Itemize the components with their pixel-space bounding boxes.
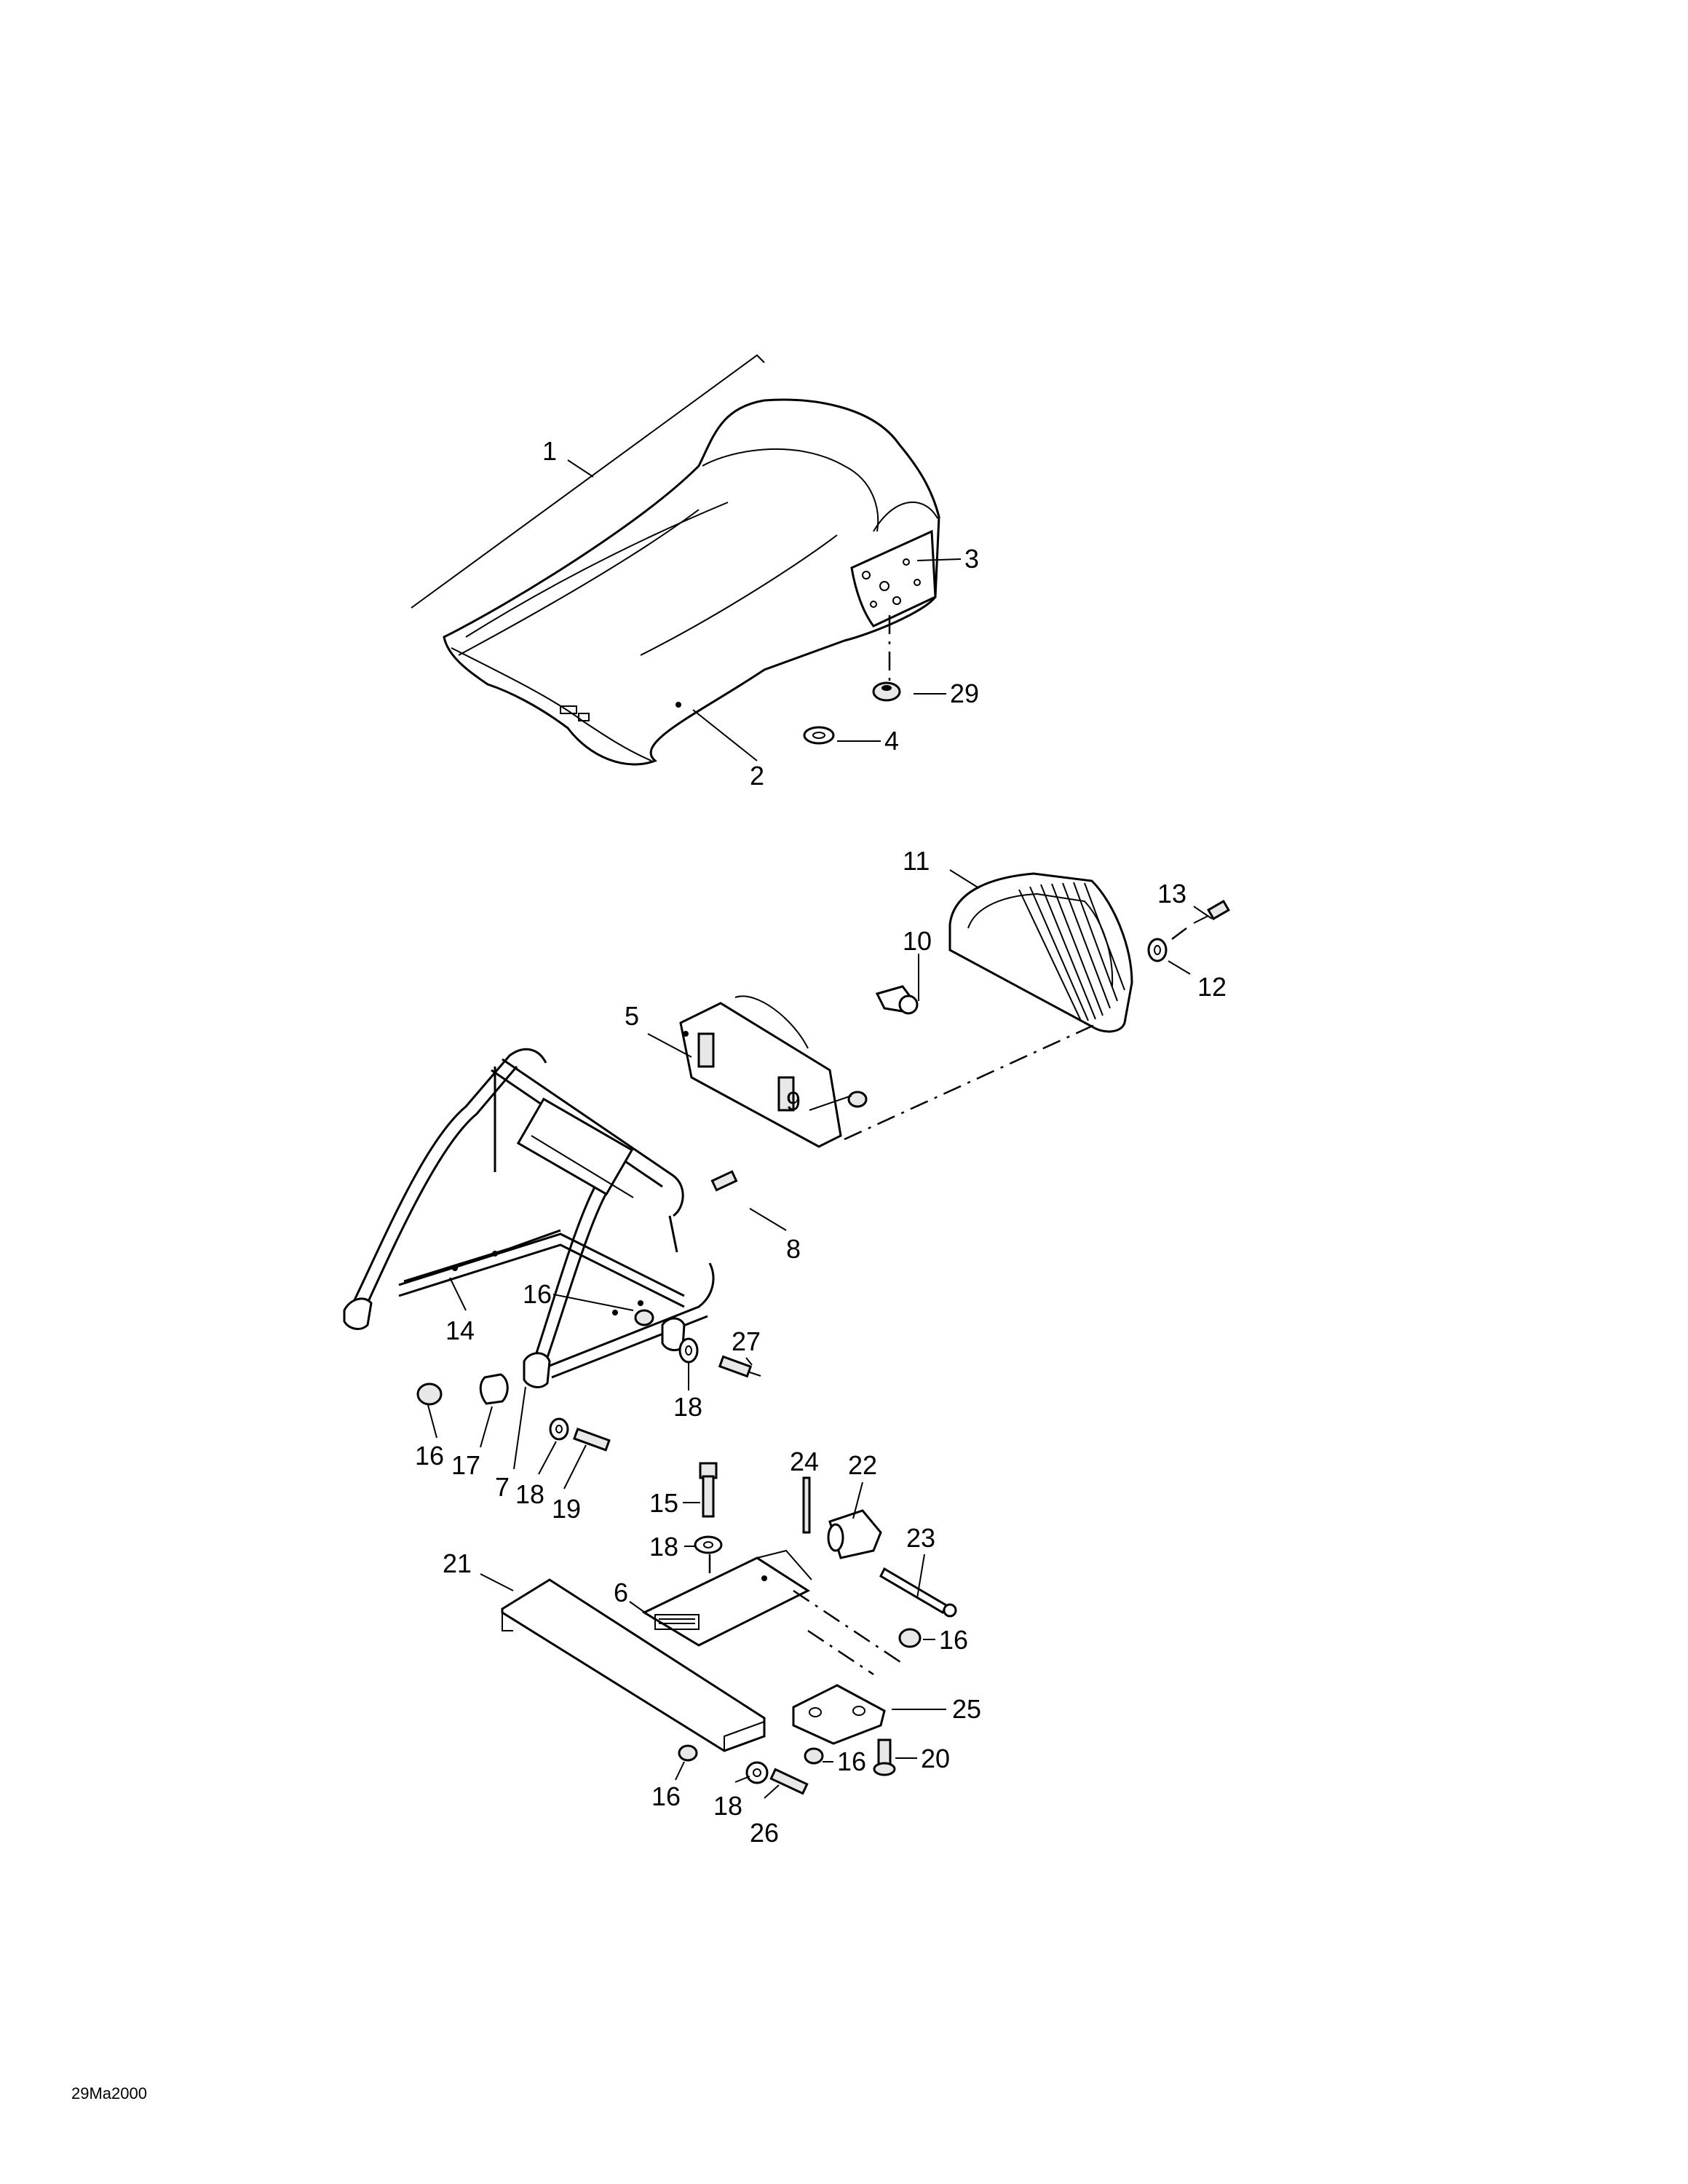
callout-labels: 1 3 29 4 2 11 13 12 10 5 9 8 16 14 27 18… xyxy=(415,436,1227,1848)
callout-16c: 16 xyxy=(939,1625,968,1655)
hinge-22 xyxy=(827,1509,882,1559)
callout-12: 12 xyxy=(1197,972,1227,1002)
taillight-lens xyxy=(948,872,1133,1033)
callout-18b: 18 xyxy=(515,1479,544,1509)
washer-18d xyxy=(745,1761,769,1784)
callout-20: 20 xyxy=(921,1744,950,1773)
callout-2: 2 xyxy=(750,761,764,791)
callout-13: 13 xyxy=(1157,879,1186,909)
callout-22: 22 xyxy=(848,1450,877,1480)
callout-17: 17 xyxy=(451,1450,480,1480)
nut-16d xyxy=(804,1747,824,1765)
plate-bracket-6 xyxy=(641,1549,812,1647)
rack-nut-upper xyxy=(634,1309,654,1326)
callout-16e: 16 xyxy=(651,1781,681,1811)
rack-spacer-17 xyxy=(479,1373,509,1405)
callout-23: 23 xyxy=(906,1523,935,1553)
bracket-25 xyxy=(792,1684,886,1745)
callout-11: 11 xyxy=(903,846,930,876)
bulb-socket xyxy=(875,985,919,1015)
callout-18c: 18 xyxy=(649,1532,678,1562)
seat-nut xyxy=(872,615,901,702)
pin-23 xyxy=(879,1567,957,1618)
callout-18a: 18 xyxy=(673,1392,702,1422)
callout-21: 21 xyxy=(443,1548,472,1578)
bolt-15 xyxy=(699,1462,718,1518)
plate-21 xyxy=(501,1578,766,1752)
screw-26 xyxy=(769,1768,809,1795)
pin-24 xyxy=(802,1476,811,1534)
callout-16d: 16 xyxy=(837,1746,866,1776)
callout-3: 3 xyxy=(964,544,979,574)
leader-lines xyxy=(427,459,1213,1799)
callout-29: 29 xyxy=(950,678,979,708)
callout-1: 1 xyxy=(542,436,557,466)
rear-rack xyxy=(343,1048,715,1388)
callout-24: 24 xyxy=(790,1447,819,1476)
rack-washer-18b xyxy=(549,1417,569,1441)
nut-16e xyxy=(678,1744,698,1762)
callout-26: 26 xyxy=(750,1818,779,1848)
callout-4: 4 xyxy=(884,726,899,756)
housing-screw xyxy=(710,1170,738,1192)
rack-screw-19 xyxy=(573,1427,611,1452)
callout-25: 25 xyxy=(952,1694,981,1724)
callout-14: 14 xyxy=(445,1315,475,1345)
callout-6: 6 xyxy=(614,1578,628,1607)
taillight-washer xyxy=(1147,927,1187,962)
callout-7: 7 xyxy=(495,1472,510,1502)
nut-16c xyxy=(898,1628,922,1648)
housing-nut xyxy=(847,1091,868,1108)
callout-15: 15 xyxy=(649,1488,678,1518)
callout-16b: 16 xyxy=(415,1441,444,1471)
callout-8: 8 xyxy=(786,1234,801,1264)
taillight-screw xyxy=(1193,899,1230,924)
drawing-id: 29Ma2000 xyxy=(71,2084,147,2102)
callout-5: 5 xyxy=(625,1001,639,1031)
callout-19: 19 xyxy=(552,1494,581,1524)
callout-27: 27 xyxy=(732,1326,761,1356)
seat-washer xyxy=(803,726,835,745)
callout-10: 10 xyxy=(903,926,932,956)
bolt-20 xyxy=(873,1738,896,1776)
callout-16a: 16 xyxy=(523,1279,552,1309)
rack-washer-18a xyxy=(678,1337,699,1364)
taillight-housing xyxy=(679,995,842,1148)
washer-18c xyxy=(694,1535,723,1554)
rack-nut-16b xyxy=(416,1382,443,1406)
rack-screw-27 xyxy=(718,1355,761,1378)
seat xyxy=(411,354,940,766)
callout-18d: 18 xyxy=(713,1791,742,1821)
callout-9: 9 xyxy=(786,1086,801,1116)
